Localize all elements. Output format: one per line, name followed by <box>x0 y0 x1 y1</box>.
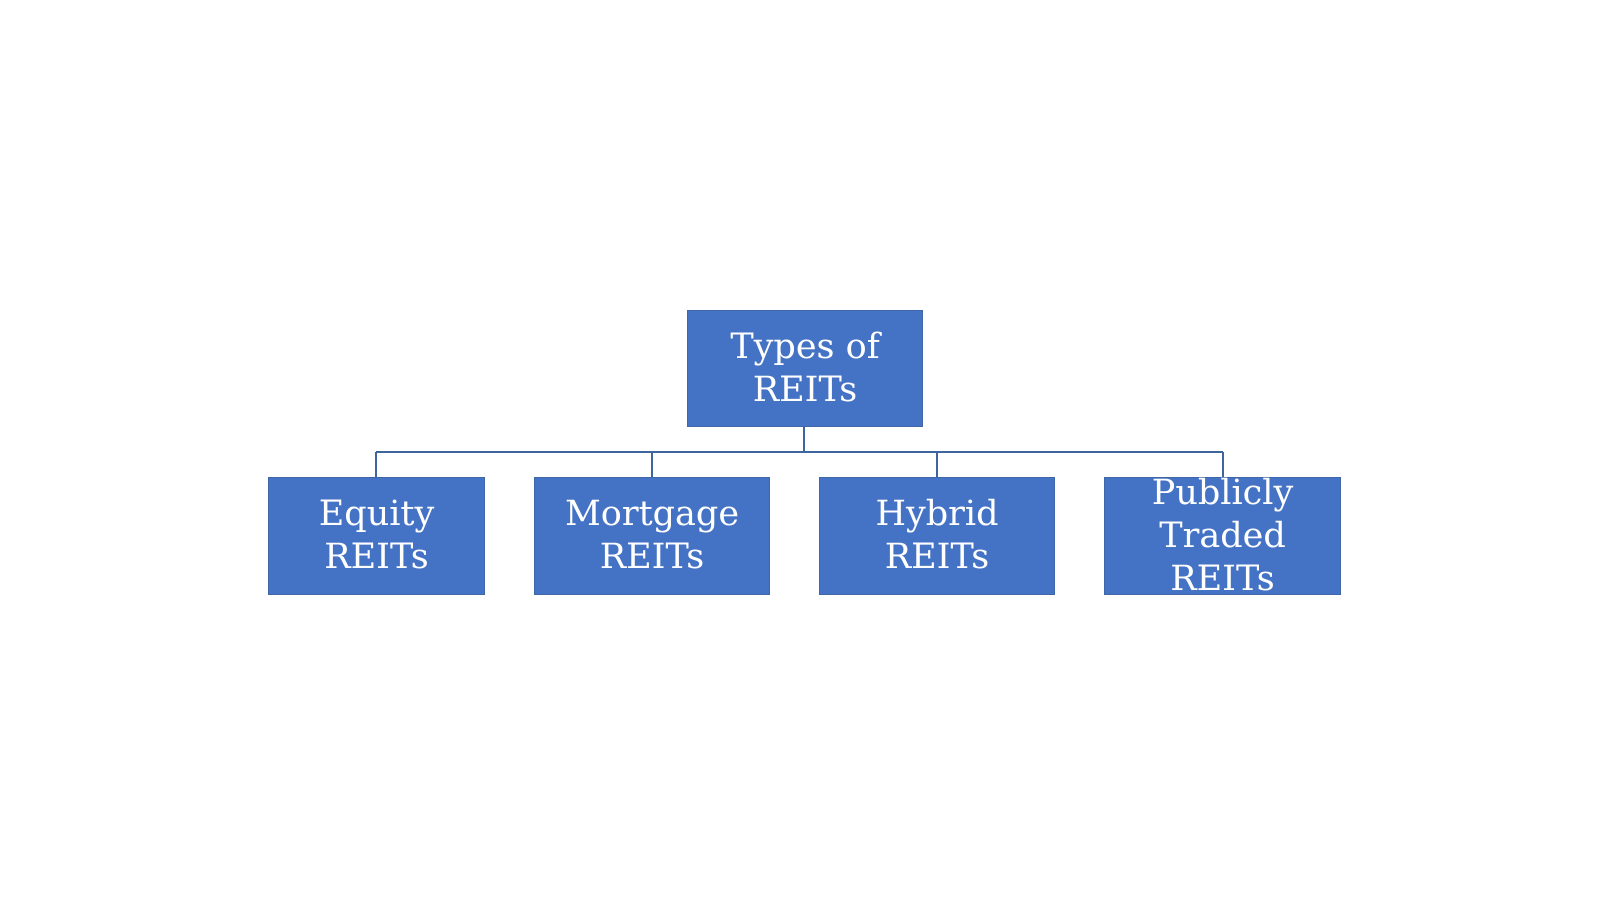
child-node-mortgage-reits: Mortgage REITs <box>534 477 770 595</box>
child-node-hybrid-reits: Hybrid REITs <box>819 477 1055 595</box>
child-node-publicly-traded-reits: Publicly Traded REITs <box>1104 473 1341 599</box>
child-node-equity-reits: Equity REITs <box>268 477 485 595</box>
root-node: Types of REITs <box>687 310 923 427</box>
